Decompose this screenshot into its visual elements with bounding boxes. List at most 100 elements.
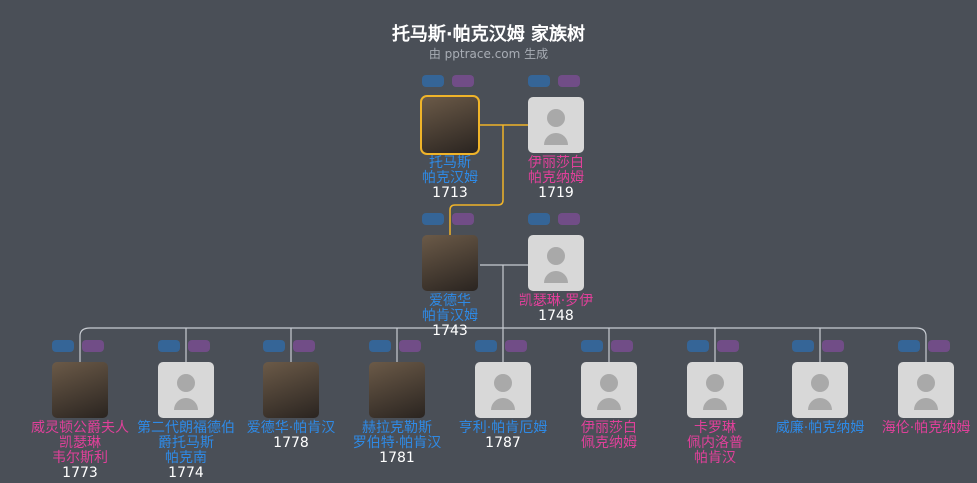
expand-father-button[interactable] xyxy=(475,340,497,352)
expand-mother-button[interactable] xyxy=(558,213,580,225)
person-node[interactable]: 卡罗琳佩内洛普帕肯汉 xyxy=(664,362,766,466)
person-photo[interactable] xyxy=(528,97,584,153)
expand-father-button[interactable] xyxy=(369,340,391,352)
person-photo[interactable] xyxy=(263,362,319,418)
expand-mother-button[interactable] xyxy=(822,340,844,352)
person-name: 托马斯帕克汉姆 xyxy=(399,156,501,186)
expand-father-button[interactable] xyxy=(581,340,603,352)
child-drop-lines xyxy=(185,322,821,362)
expand-father-button[interactable] xyxy=(422,213,444,225)
birth-year: 1773 xyxy=(62,465,98,481)
person-name: 赫拉克勒斯罗伯特·帕肯汉 xyxy=(346,421,448,451)
expand-mother-button[interactable] xyxy=(611,340,633,352)
expand-mother-button[interactable] xyxy=(399,340,421,352)
avatar-placeholder-body xyxy=(914,398,938,410)
person-name: 伊丽莎白佩克纳姆 xyxy=(558,421,660,451)
person-name: 伊丽莎白帕克纳姆 xyxy=(505,156,607,186)
avatar-placeholder-icon xyxy=(706,374,724,392)
person-photo[interactable] xyxy=(687,362,743,418)
person-name: 威灵顿公爵夫人凯瑟琳韦尔斯利 xyxy=(29,421,131,466)
name-line: 帕克汉姆 xyxy=(422,170,478,186)
person-photo[interactable] xyxy=(420,95,480,155)
birth-year: 1778 xyxy=(273,435,309,451)
person-photo[interactable] xyxy=(528,235,584,291)
avatar-placeholder-icon xyxy=(177,374,195,392)
avatar-placeholder-icon xyxy=(547,247,565,265)
birth-year: 1781 xyxy=(379,450,415,466)
name-line: 卡罗琳 xyxy=(694,420,736,436)
expand-mother-button[interactable] xyxy=(452,75,474,87)
person-node[interactable]: 海伦·帕克纳姆 xyxy=(875,362,977,436)
name-line: 帕肯汉 xyxy=(694,450,736,466)
name-line: 帕克南 xyxy=(165,450,207,466)
expand-father-button[interactable] xyxy=(528,75,550,87)
avatar-placeholder-body xyxy=(808,398,832,410)
name-line: 威廉·帕克纳姆 xyxy=(775,420,865,436)
expand-father-button[interactable] xyxy=(158,340,180,352)
avatar-placeholder-icon xyxy=(811,374,829,392)
person-name: 爱德华·帕肯汉 xyxy=(240,421,342,436)
person-photo[interactable] xyxy=(581,362,637,418)
name-line: 韦尔斯利 xyxy=(52,450,108,466)
selected-lineage-line xyxy=(449,124,530,235)
avatar-placeholder-body xyxy=(544,271,568,283)
name-line: 伊丽莎白 xyxy=(581,420,637,436)
expand-mother-button[interactable] xyxy=(293,340,315,352)
person-photo[interactable] xyxy=(369,362,425,418)
person-photo[interactable] xyxy=(475,362,531,418)
name-line: 赫拉克勒斯 xyxy=(362,420,432,436)
expand-mother-button[interactable] xyxy=(717,340,739,352)
page-title: 托马斯·帕克汉姆 家族树 xyxy=(391,24,586,45)
person-node[interactable]: 伊丽莎白佩克纳姆 xyxy=(558,362,660,451)
expand-father-button[interactable] xyxy=(422,75,444,87)
person-name: 卡罗琳佩内洛普帕肯汉 xyxy=(664,421,766,466)
expand-mother-button[interactable] xyxy=(558,75,580,87)
birth-year: 1774 xyxy=(168,465,204,481)
expand-father-button[interactable] xyxy=(52,340,74,352)
avatar-placeholder-body xyxy=(544,133,568,145)
expand-mother-button[interactable] xyxy=(505,340,527,352)
name-line: 帕肯汉姆 xyxy=(422,308,478,324)
name-line: 凯瑟琳·罗伊 xyxy=(518,293,594,309)
expand-father-button[interactable] xyxy=(898,340,920,352)
person-node[interactable]: 威廉·帕克纳姆 xyxy=(769,362,871,436)
expand-father-button[interactable] xyxy=(792,340,814,352)
birth-year: 1787 xyxy=(485,435,521,451)
name-line: 托马斯 xyxy=(429,155,471,171)
birth-year: 1748 xyxy=(538,308,574,324)
person-name: 威廉·帕克纳姆 xyxy=(769,421,871,436)
avatar-placeholder-icon xyxy=(494,374,512,392)
expand-mother-button[interactable] xyxy=(928,340,950,352)
person-name: 第二代朗福德伯爵托马斯帕克南 xyxy=(135,421,237,466)
avatar-placeholder-icon xyxy=(600,374,618,392)
name-line: 佩内洛普 xyxy=(687,435,743,451)
person-photo[interactable] xyxy=(158,362,214,418)
name-line: 威灵顿公爵夫人凯瑟琳 xyxy=(31,420,129,451)
expand-father-button[interactable] xyxy=(687,340,709,352)
avatar-placeholder-icon xyxy=(917,374,935,392)
birth-year: 1743 xyxy=(432,323,468,339)
avatar-placeholder-body xyxy=(174,398,198,410)
expand-father-button[interactable] xyxy=(263,340,285,352)
expand-father-button[interactable] xyxy=(528,213,550,225)
person-photo[interactable] xyxy=(422,235,478,291)
person-photo[interactable] xyxy=(898,362,954,418)
expand-mother-button[interactable] xyxy=(188,340,210,352)
person-photo[interactable] xyxy=(52,362,108,418)
expand-mother-button[interactable] xyxy=(82,340,104,352)
expand-mother-button[interactable] xyxy=(452,213,474,225)
avatar-placeholder-icon xyxy=(547,109,565,127)
person-photo[interactable] xyxy=(792,362,848,418)
avatar-placeholder-body xyxy=(703,398,727,410)
name-line: 罗伯特·帕肯汉 xyxy=(352,435,442,451)
